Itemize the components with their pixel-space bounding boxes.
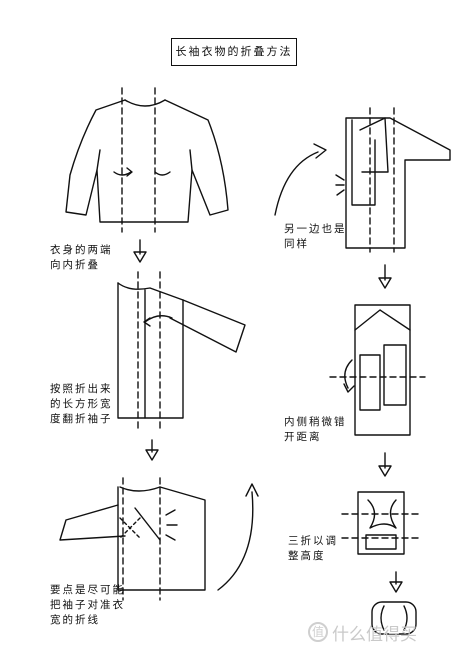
- fold-arrow-icon: [274, 143, 327, 216]
- down-arrow-icon: [145, 439, 159, 461]
- down-arrow-icon: [389, 571, 403, 593]
- watermark-text: 什么值得买: [332, 624, 417, 645]
- diagram-title: 长袖衣物的折叠方法: [171, 38, 297, 66]
- step4-note: 另一边也是 同样: [284, 223, 347, 250]
- folded-result-illustration: [371, 601, 417, 635]
- step3-note: 要点是尽可能 把袖子对准衣 宽的折线: [50, 584, 125, 626]
- curved-arrow-icon: [217, 483, 259, 591]
- shirt-step3-illustration: [59, 477, 206, 601]
- step1-note: 衣身的两端 向内折叠: [50, 244, 113, 271]
- step5-note: 内侧稍微错 开距离: [284, 416, 347, 443]
- watermark-logo-icon: 值: [308, 622, 328, 642]
- step6-note: 三折以调 整高度: [288, 535, 338, 562]
- step2-note: 按照折出来 的长方形宽 度翻折袖子: [50, 383, 113, 425]
- down-arrow-icon: [378, 264, 392, 289]
- shirt-step1-illustration: [65, 87, 229, 233]
- shirt-step6-illustration: [341, 491, 423, 555]
- down-arrow-icon: [133, 239, 147, 263]
- shirt-step2-illustration: [117, 271, 246, 429]
- shirt-step5-illustration: [329, 304, 426, 436]
- shirt-step4-illustration: [335, 107, 451, 253]
- watermark: 值 什么值得买: [308, 620, 417, 645]
- down-arrow-icon: [378, 452, 392, 477]
